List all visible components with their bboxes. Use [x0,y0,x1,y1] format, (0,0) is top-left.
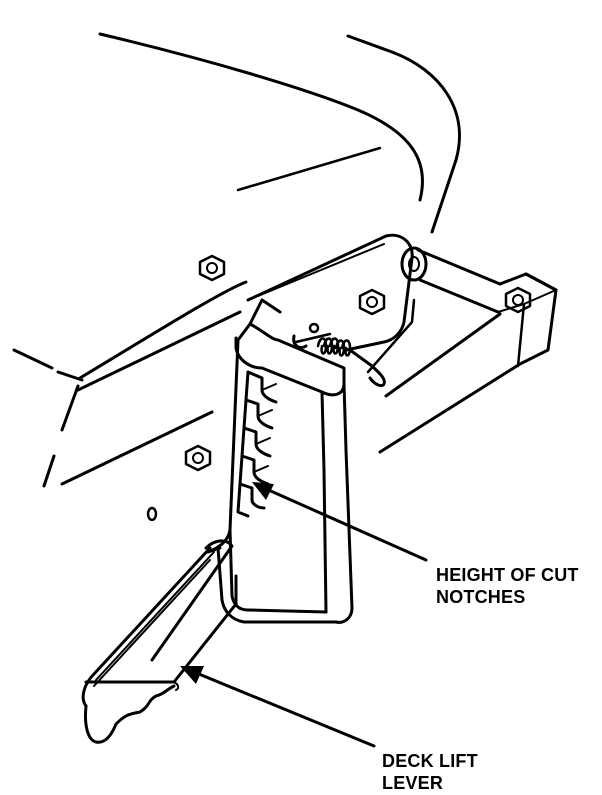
deck-bottom-edge [78,312,240,390]
height-of-cut-notches-label: HEIGHT OF CUT NOTCHES [436,564,579,608]
pivot-arm [380,248,556,452]
bolt-upper-left [200,256,224,280]
arrow-height-of-cut [252,482,426,560]
deck-side-edge [432,160,456,232]
bolt-lower-left [186,446,210,470]
deck-hole [148,508,156,520]
deck-break-line-4 [44,456,54,486]
bolt-bracket [360,290,384,314]
deck-lift-lever-label: DECK LIFT LEVER [382,750,478,794]
spring-anchor [310,324,318,332]
deck-skirt-line [80,282,246,378]
notch-profile [208,340,238,552]
pivot-rod [418,250,500,284]
deck-break-line-2 [58,372,82,380]
coil-spring [318,339,350,356]
deck-break-line-1 [14,350,52,368]
arrow-deck-lift-lever [180,666,374,746]
lever-grip [85,686,174,742]
notch-plate [208,300,352,622]
height-of-cut-label-line2: NOTCHES [436,586,579,608]
deck-inner-edge [100,34,422,200]
height-of-cut-label-line1: HEIGHT OF CUT [436,564,579,586]
deck-lift-label-line2: LEVER [382,772,478,794]
spring-mechanism [294,300,414,386]
mower-deck [14,34,459,486]
deck-lift-label-line1: DECK LIFT [382,750,478,772]
plate-side-face [336,384,352,622]
deck-lift-lever [83,541,236,742]
deck-top-edge [348,36,459,160]
deck-break-line-3 [62,386,78,430]
deck-lower-face [62,412,212,484]
deck-face-upper-line [238,148,380,190]
